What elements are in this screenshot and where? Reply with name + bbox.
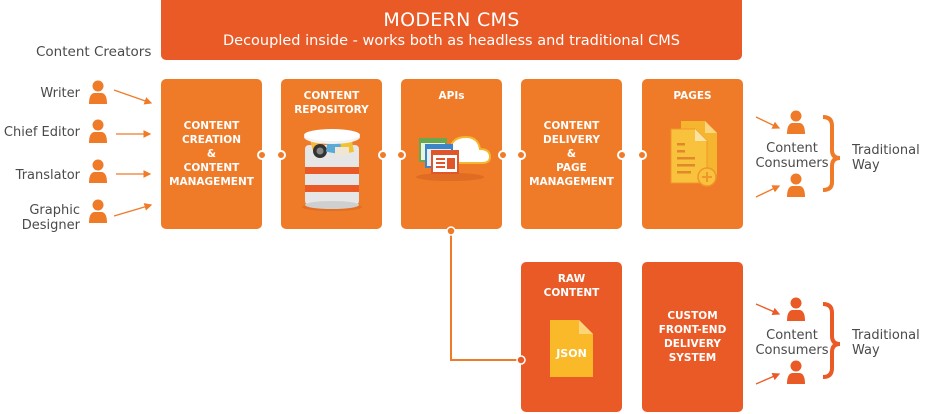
box-title: APIs [438,90,465,102]
apis-box: APIs [401,79,502,229]
person-icon [89,159,107,183]
box-line: & [206,148,217,160]
content-consumers-label: Content Consumers [752,328,832,358]
content-creation-box: CONTENT CREATION & CONTENT MANAGEMENT [161,79,262,229]
box-title: PAGES [673,90,712,102]
label-line: Content [766,141,818,156]
person-icon [787,297,805,321]
box-line: CREATION [181,134,242,146]
person-icon [89,119,107,143]
box-title: CONTENT [303,90,360,102]
box-line: CONTENT [543,120,600,132]
box-line: & [566,148,577,160]
content-consumers-label: Content Consumers [752,141,832,171]
json-file-icon: JSON [550,320,593,377]
person-icon [787,173,805,197]
label-line: Way [852,158,880,173]
arrow-icon [755,185,781,198]
apis-raw-connector [446,226,526,365]
role-chief-editor: Chief Editor [3,125,80,140]
traditional-way-label: Traditional Way [852,143,920,173]
content-repository-box: CONTENT REPOSITORY [281,79,382,229]
label-line: Content [766,328,818,343]
box-line: CONTENT [183,162,240,174]
connector [378,150,406,160]
label-line: Traditional [852,143,920,158]
header-subtitle: Decoupled inside - works both as headles… [223,33,680,49]
content-creators-heading: Content Creators [36,44,152,60]
person-icon [787,360,805,384]
box-line: MANAGEMENT [529,176,614,188]
arrow-icon [113,89,153,105]
connector [257,150,286,160]
box-line: CUSTOM [667,310,718,322]
box-line: FRONT-END [658,324,727,336]
header-banner: MODERN CMS Decoupled inside - works both… [161,0,742,60]
brace-icon [822,115,841,192]
api-cloud-icon [415,135,491,181]
box-line: SYSTEM [668,352,717,364]
label-line: Consumers [755,343,829,358]
box-line: MANAGEMENT [169,176,254,188]
traditional-way-label: Traditional Way [852,328,920,358]
raw-content-box: RAW CONTENT JSON [521,262,622,412]
json-label: JSON [556,347,587,360]
connector [498,150,526,160]
arrow-icon [755,303,781,315]
box-title: RAW [557,273,586,285]
role-graphic-designer: Graphic Designer [21,203,80,233]
box-line: PAGE [556,162,587,174]
label-line: Traditional [852,328,920,343]
box-title: CONTENT [543,287,600,299]
arrow-icon [113,203,153,217]
box-line: CONTENT [183,120,240,132]
person-icon [89,80,107,104]
arrow-icon [755,373,781,385]
custom-frontend-box: CUSTOM FRONT-END DELIVERY SYSTEM [642,262,743,412]
database-icon [301,129,362,211]
header-title: MODERN CMS [383,9,520,31]
person-icon [787,110,805,134]
connector [617,150,647,160]
role-translator: Translator [15,168,80,183]
person-icon [89,199,107,223]
arrow-icon [755,116,781,129]
label-line: Way [852,343,880,358]
box-title: REPOSITORY [294,104,369,116]
brace-icon [822,302,841,379]
pages-icon [670,121,717,187]
label-line: Consumers [755,156,829,171]
role-writer: Writer [40,86,80,101]
pages-box: PAGES [642,79,743,229]
content-delivery-box: CONTENT DELIVERY & PAGE MANAGEMENT [521,79,622,229]
box-line: DELIVERY [543,134,600,146]
box-line: DELIVERY [664,338,721,350]
